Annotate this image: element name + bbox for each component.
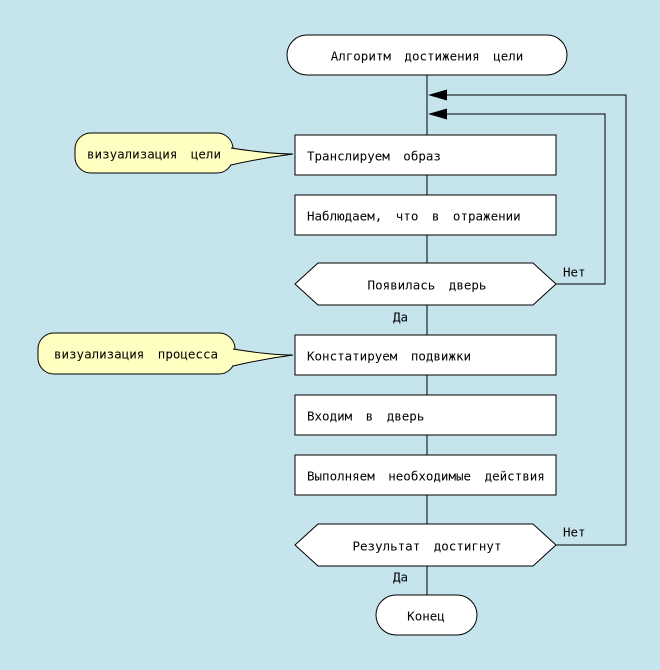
edge-result-no-loop bbox=[447, 94, 627, 546]
arrowhead-door-loop bbox=[428, 108, 447, 120]
node-decision-door-shape bbox=[294, 262, 557, 306]
arrowhead-result-loop bbox=[428, 89, 447, 101]
callout-process: визуализация процесса bbox=[37, 332, 294, 375]
callout-process-tail bbox=[232, 348, 294, 367]
node-step-note-shape bbox=[294, 334, 557, 376]
node-decision-door: Появилась дверь bbox=[294, 262, 557, 306]
node-decision-result-shape bbox=[294, 523, 557, 567]
node-end-shape bbox=[375, 594, 478, 636]
callout-goal: визуализация цели bbox=[74, 132, 294, 174]
label-result-no: Нет bbox=[563, 525, 586, 540]
node-end-label: Конец bbox=[407, 609, 445, 624]
label-result-yes: Да bbox=[393, 570, 408, 585]
callout-process-label: визуализация процесса bbox=[54, 347, 218, 362]
node-step-note-label: Констатируем подвижки bbox=[307, 349, 471, 364]
node-step-enter-shape bbox=[294, 394, 557, 436]
node-step-enter-label: Входим в дверь bbox=[307, 409, 424, 424]
node-step-observe-label: Наблюдаем, что в отражении bbox=[307, 209, 521, 224]
node-decision-door-label: Появилась дверь bbox=[368, 278, 487, 293]
node-start: Алгоритм достижения цели bbox=[286, 34, 568, 76]
node-start-label: Алгоритм достижения цели bbox=[331, 49, 524, 64]
label-door-no: Нет bbox=[563, 265, 586, 280]
node-decision-result-label: Результат достигнут bbox=[353, 539, 502, 554]
connectors bbox=[426, 75, 627, 595]
node-end: Конец bbox=[375, 594, 478, 636]
node-step-enter: Входим в дверь bbox=[294, 394, 557, 436]
edge-labels: Нет Да Нет Да bbox=[393, 265, 586, 585]
callout-goal-label: визуализация цели bbox=[87, 147, 221, 162]
node-decision-result: Результат достигнут bbox=[294, 523, 557, 567]
node-step-translate-shape bbox=[294, 134, 557, 176]
node-step-actions-shape bbox=[294, 454, 557, 496]
node-step-observe: Наблюдаем, что в отражении bbox=[294, 194, 557, 236]
node-start-shape bbox=[286, 34, 568, 76]
node-step-actions-label: Выполняем необходимые действия bbox=[307, 469, 545, 484]
edge-door-no-loop bbox=[447, 113, 606, 285]
label-door-yes: Да bbox=[393, 310, 408, 325]
node-step-translate-label: Транслируем образ bbox=[307, 149, 441, 164]
node-step-actions: Выполняем необходимые действия bbox=[294, 454, 557, 496]
node-step-translate: Транслируем образ bbox=[294, 134, 557, 176]
callout-goal-tail bbox=[230, 147, 294, 166]
node-step-observe-shape bbox=[294, 194, 557, 236]
node-step-note: Констатируем подвижки bbox=[294, 334, 557, 376]
